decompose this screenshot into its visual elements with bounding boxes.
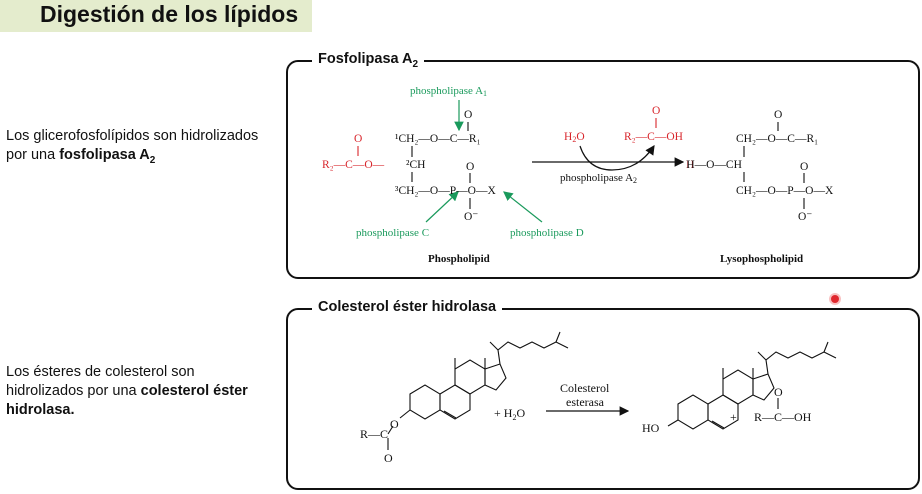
ester-o: O (390, 417, 399, 431)
section1-text: Los glicerofosfolípidos son hidrolizados… (6, 127, 276, 170)
section2-text-plain: Los ésteres de colesterol son hidrolizad… (6, 364, 195, 399)
prod-c1-o: O (774, 109, 782, 121)
phospholipase-panel: Fosfolipasa A2 phospholipase A1 phosphol… (286, 51, 920, 279)
title-bar: Digestión de los lípidos (0, 0, 312, 32)
acyl-o: O (354, 133, 362, 145)
section2-text-bold: colesterol éster hidrolasa. (6, 383, 248, 418)
enzyme-c-label: phospholipase C (356, 227, 429, 239)
phospholipase-panel-label: Fosfolipasa A2 (312, 51, 425, 70)
cholesterol-esterase-panel: Colesterol éster hidrolasa (286, 299, 920, 490)
cursor-pointer (831, 295, 839, 303)
prod-row2: HH—O—CH (686, 159, 742, 171)
cholesterol-skeleton (667, 341, 837, 430)
enzyme-a1-label: phospholipase A1 (410, 85, 487, 98)
arrow-enzyme-label: phospholipase A2 (560, 172, 637, 185)
ester-carbonyl-o: O (384, 451, 393, 465)
acid-o: O (774, 385, 783, 399)
plus-water: + H2O (494, 406, 525, 422)
section2-text: Los ésteres de colesterol son hidrolizad… (6, 363, 256, 420)
reactant-name: Phospholipid (428, 253, 490, 265)
water-label: H2O (564, 131, 585, 144)
ester-r-group: R—C (360, 427, 388, 441)
section1-text-plain: Los glicerofosfolípidos son hidrolizados… (6, 128, 259, 163)
arrow-d (503, 191, 543, 223)
page-title: Digestión de los lípidos (40, 1, 299, 27)
section1-text-bold: fosfolipasa A2 (59, 147, 156, 166)
product-name: Lysophospholipid (720, 253, 803, 265)
prod-row3: CH₂—O—P—O—X (736, 185, 834, 197)
p-o-top: O (466, 161, 474, 173)
enzyme-d-label: phospholipase D (510, 227, 584, 239)
product-ho: HO (642, 421, 660, 435)
phospholipid-scheme: phospholipase A1 phospholipase C phospho… (322, 85, 834, 265)
enzyme-label-line2: esterasa (566, 395, 605, 409)
p-o-minus: O⁻ (464, 211, 478, 223)
arrow-c (425, 191, 459, 223)
c1-row: ¹CH₂—O—C—R₁ (395, 133, 481, 145)
prod-row1: CH₂—O—C—R₁ (736, 133, 818, 145)
c2-row: ²CH (406, 159, 425, 171)
prod-p-o-minus: O⁻ (798, 211, 812, 223)
acyl-r2-group: R₂—C—O— (322, 159, 385, 171)
fatty-acid-o: O (652, 105, 660, 117)
cholesterol-ester-skeleton (387, 331, 569, 435)
c3-row: ³CH₂—O—P—O—X (395, 185, 496, 197)
acid-formula: R—C—OH (754, 410, 812, 424)
prod-p-o-top: O (800, 161, 808, 173)
product-plus: + (730, 410, 737, 424)
water-curve (579, 145, 655, 171)
enzyme-label-line1: Colesterol (560, 381, 610, 395)
cholesterol-esterase-panel-label: Colesterol éster hidrolasa (312, 299, 503, 315)
fatty-acid: R₂—C—OH (624, 131, 683, 143)
cholesterol-scheme: O R—C O + H2O Colesterol esterasa HO + O… (360, 331, 837, 465)
c1-o: O (464, 109, 472, 121)
